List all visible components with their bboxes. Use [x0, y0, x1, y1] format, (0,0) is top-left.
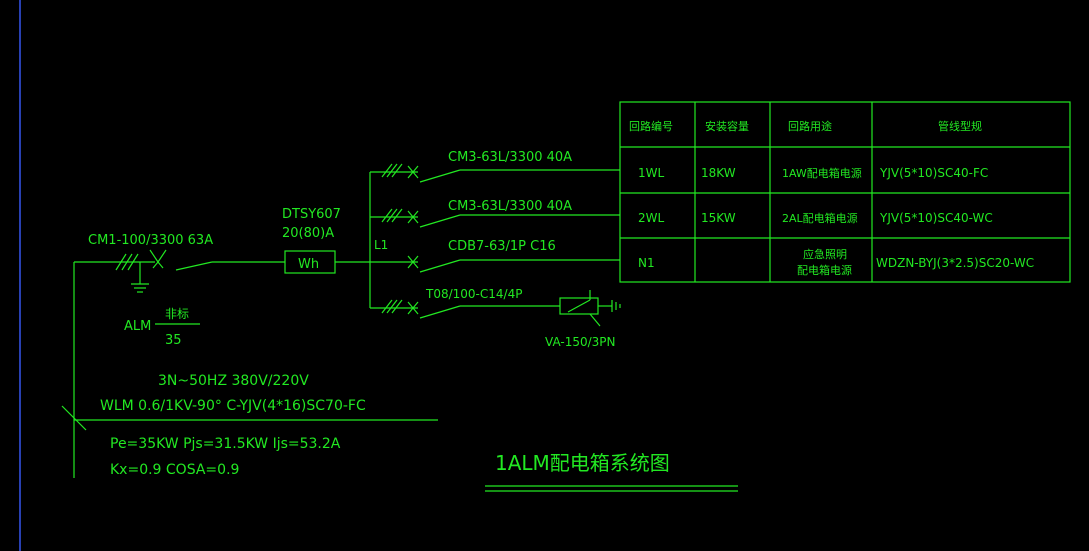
- table-header-circuit-no: 回路编号: [629, 119, 673, 133]
- table-row-1-cable: YJV(5*10)SC40-FC: [879, 166, 988, 180]
- main-breaker-symbol: [149, 249, 167, 269]
- circuit-table: [619, 101, 1071, 283]
- alm-tag-top: 非标: [165, 307, 189, 321]
- table-row-2-capacity: 15KW: [701, 211, 736, 225]
- alm-tag-name: ALM: [124, 319, 151, 334]
- meter-model-label: DTSY607: [282, 207, 341, 222]
- calc-line-1: Pe=35KW Pjs=31.5KW Ijs=53.2A: [110, 436, 341, 452]
- va-label: VA-150/3PN: [545, 335, 616, 349]
- table-row-1-id: 1WL: [638, 166, 665, 180]
- table-row-3-purpose: 应急照明 配电箱电源: [797, 247, 852, 277]
- table-row-3-cable: WDZN-BYJ(3*2.5)SC20-WC: [876, 256, 1034, 270]
- table-row-3-id: N1: [638, 256, 655, 270]
- table-row-2-purpose: 2AL配电箱电源: [782, 211, 858, 225]
- bus-label: L1: [374, 238, 388, 252]
- table-header-purpose: 回路用途: [788, 119, 832, 133]
- feeder-4-label: T08/100-C14/4P: [425, 287, 522, 301]
- alm-tag-bottom: 35: [165, 333, 182, 348]
- table-header-cable: 管线型规: [938, 119, 982, 133]
- feeder-2-label: CM3-63L/3300 40A: [448, 199, 572, 214]
- table-header-capacity: 安装容量: [705, 119, 749, 133]
- supply-line-1: 3N~50HZ 380V/220V: [158, 373, 309, 389]
- meter-rating-label: 20(80)A: [282, 226, 334, 241]
- table-row-2-cable: YJV(5*10)SC40-WC: [879, 211, 993, 225]
- table-row-2-id: 2WL: [638, 211, 665, 225]
- meter-text: Wh: [298, 257, 319, 272]
- feeder-1-label: CM3-63L/3300 40A: [448, 150, 572, 165]
- table-row-1-purpose: 1AW配电箱电源: [782, 166, 862, 180]
- supply-line-2: WLM 0.6/1KV-90° C-YJV(4*16)SC70-FC: [100, 398, 366, 414]
- calc-line-2: Kx=0.9 COSA=0.9: [110, 462, 239, 478]
- table-row-1-capacity: 18KW: [701, 166, 736, 180]
- drawing-title: 1ALM配电箱系统图: [495, 451, 670, 475]
- feeder-3-label: CDB7-63/1P C16: [448, 239, 556, 254]
- main-breaker-label: CM1-100/3300 63A: [88, 233, 213, 248]
